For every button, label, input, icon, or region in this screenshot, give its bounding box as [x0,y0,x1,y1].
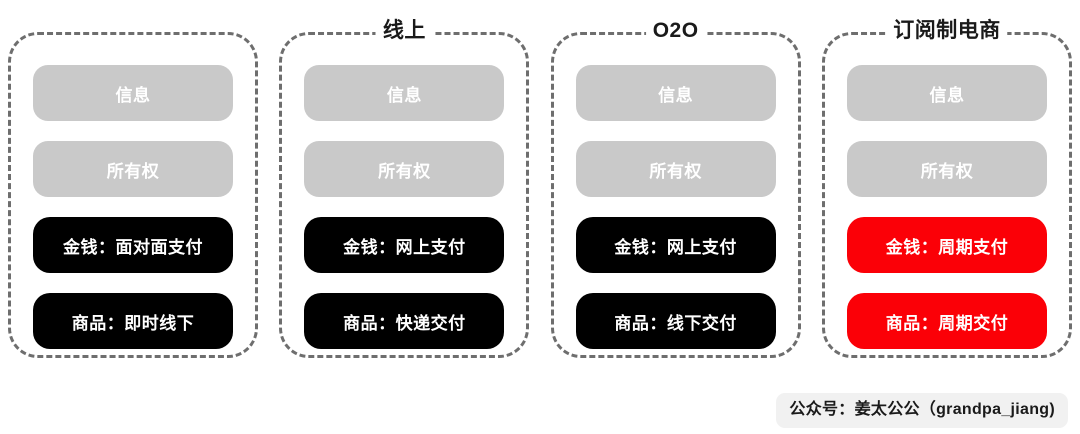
card-money[interactable]: 金钱：网上支付 [575,217,776,273]
card-money[interactable]: 金钱：面对面支付 [33,217,233,273]
panel-title-online: 线上 [375,17,433,45]
card-ownership[interactable]: 所有权 [575,141,776,197]
card-ownership[interactable]: 所有权 [33,141,233,197]
card-goods[interactable]: 商品：周期交付 [846,293,1047,349]
card-information[interactable]: 信息 [846,65,1047,121]
card-money[interactable]: 金钱：网上支付 [304,217,505,273]
card-ownership[interactable]: 所有权 [846,141,1047,197]
footer-credit: 公众号：姜太公公（grandpa_jiang) [776,393,1068,428]
panel-online[interactable]: 线上 信息 所有权 金钱：网上支付 商品：快递交付 [279,17,530,358]
card-money[interactable]: 金钱：周期支付 [846,217,1047,273]
panel-body-online: 信息 所有权 金钱：网上支付 商品：快递交付 [279,32,529,358]
card-goods[interactable]: 商品：线下交付 [575,293,776,349]
card-ownership[interactable]: 所有权 [304,141,505,197]
card-information[interactable]: 信息 [575,65,776,121]
panels-row: 信息 所有权 金钱：面对面支付 商品：即时线下 线上 信息 所有权 金钱：网上支… [8,17,1072,358]
card-goods[interactable]: 商品：快递交付 [304,293,505,349]
card-information[interactable]: 信息 [33,65,233,121]
panel-subscription-ecommerce[interactable]: 订阅制电商 信息 所有权 金钱：周期支付 商品：周期交付 [821,17,1072,358]
panel-title-subscription-ecommerce: 订阅制电商 [886,17,1008,45]
panel-offline-retail[interactable]: 信息 所有权 金钱：面对面支付 商品：即时线下 [8,32,258,358]
panel-body-o2o: 信息 所有权 金钱：网上支付 商品：线下交付 [551,32,801,358]
card-goods[interactable]: 商品：即时线下 [33,293,233,349]
panel-o2o[interactable]: O2O 信息 所有权 金钱：网上支付 商品：线下交付 [550,17,801,358]
panel-title-o2o: O2O [645,17,706,45]
panel-body-offline-retail: 信息 所有权 金钱：面对面支付 商品：即时线下 [8,32,258,358]
panel-body-subscription-ecommerce: 信息 所有权 金钱：周期支付 商品：周期交付 [822,32,1072,358]
card-information[interactable]: 信息 [304,65,505,121]
